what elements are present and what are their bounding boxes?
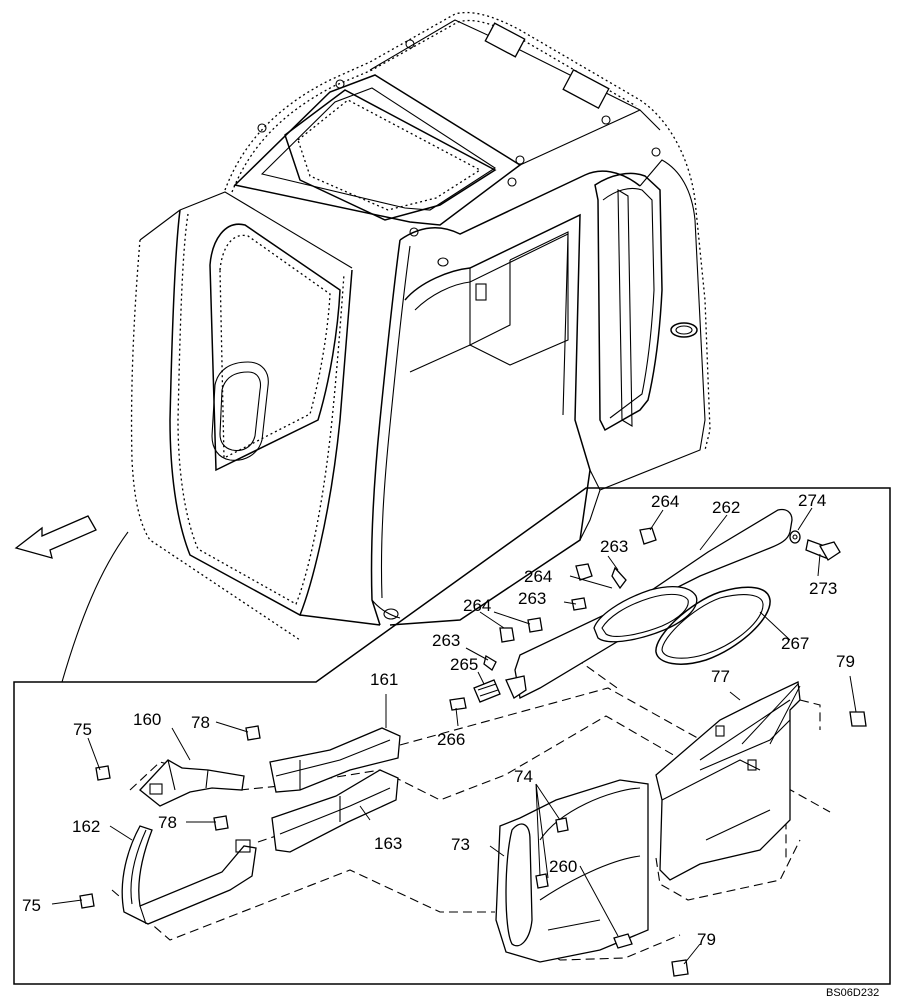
part-274-washer xyxy=(789,530,801,544)
label-75: 75 xyxy=(22,896,41,915)
label-73: 73 xyxy=(451,835,470,854)
detail-callout-box xyxy=(13,487,891,985)
label-260: 260 xyxy=(549,857,577,876)
label-264: 264 xyxy=(463,596,491,615)
diagram-code: BS06D232 xyxy=(826,987,879,999)
cab-frame xyxy=(130,11,711,641)
label-75: 75 xyxy=(73,720,92,739)
label-79: 79 xyxy=(697,930,716,949)
part-273-bolt xyxy=(805,539,841,561)
part-labels: 264 262 274 263 264 273 264 263 263 267 … xyxy=(22,491,879,999)
part-265-connector xyxy=(473,679,501,703)
label-262: 262 xyxy=(712,498,740,517)
part-162-duct xyxy=(121,825,257,925)
label-160: 160 xyxy=(133,710,161,729)
label-266: 266 xyxy=(437,730,465,749)
part-267-seal xyxy=(655,586,771,665)
label-162: 162 xyxy=(72,817,100,836)
part-74-clips xyxy=(535,817,569,889)
part-160-duct xyxy=(139,759,245,807)
label-161: 161 xyxy=(370,670,398,689)
part-73-duct xyxy=(495,779,649,963)
part-266-screw xyxy=(449,697,467,711)
label-263: 263 xyxy=(432,631,460,650)
label-79: 79 xyxy=(836,652,855,671)
label-77: 77 xyxy=(711,667,730,686)
label-264: 264 xyxy=(524,567,552,586)
label-265: 265 xyxy=(450,655,478,674)
label-163: 163 xyxy=(374,834,402,853)
part-161-duct xyxy=(269,727,401,793)
label-78: 78 xyxy=(191,713,210,732)
label-74: 74 xyxy=(514,767,533,786)
fasteners xyxy=(79,711,867,977)
clips-263-264 xyxy=(483,527,657,671)
front-direction-arrow-icon xyxy=(14,515,97,559)
label-274: 274 xyxy=(798,491,826,510)
roof-brackets xyxy=(257,22,661,237)
part-262-trim-plate xyxy=(505,508,793,699)
leader-lines xyxy=(51,507,857,965)
label-78: 78 xyxy=(158,813,177,832)
label-263: 263 xyxy=(600,537,628,556)
label-263: 263 xyxy=(518,589,546,608)
label-273: 273 xyxy=(809,579,837,598)
part-163-duct xyxy=(271,769,399,853)
label-264: 264 xyxy=(651,492,679,511)
label-267: 267 xyxy=(781,634,809,653)
part-77-duct xyxy=(655,681,801,881)
